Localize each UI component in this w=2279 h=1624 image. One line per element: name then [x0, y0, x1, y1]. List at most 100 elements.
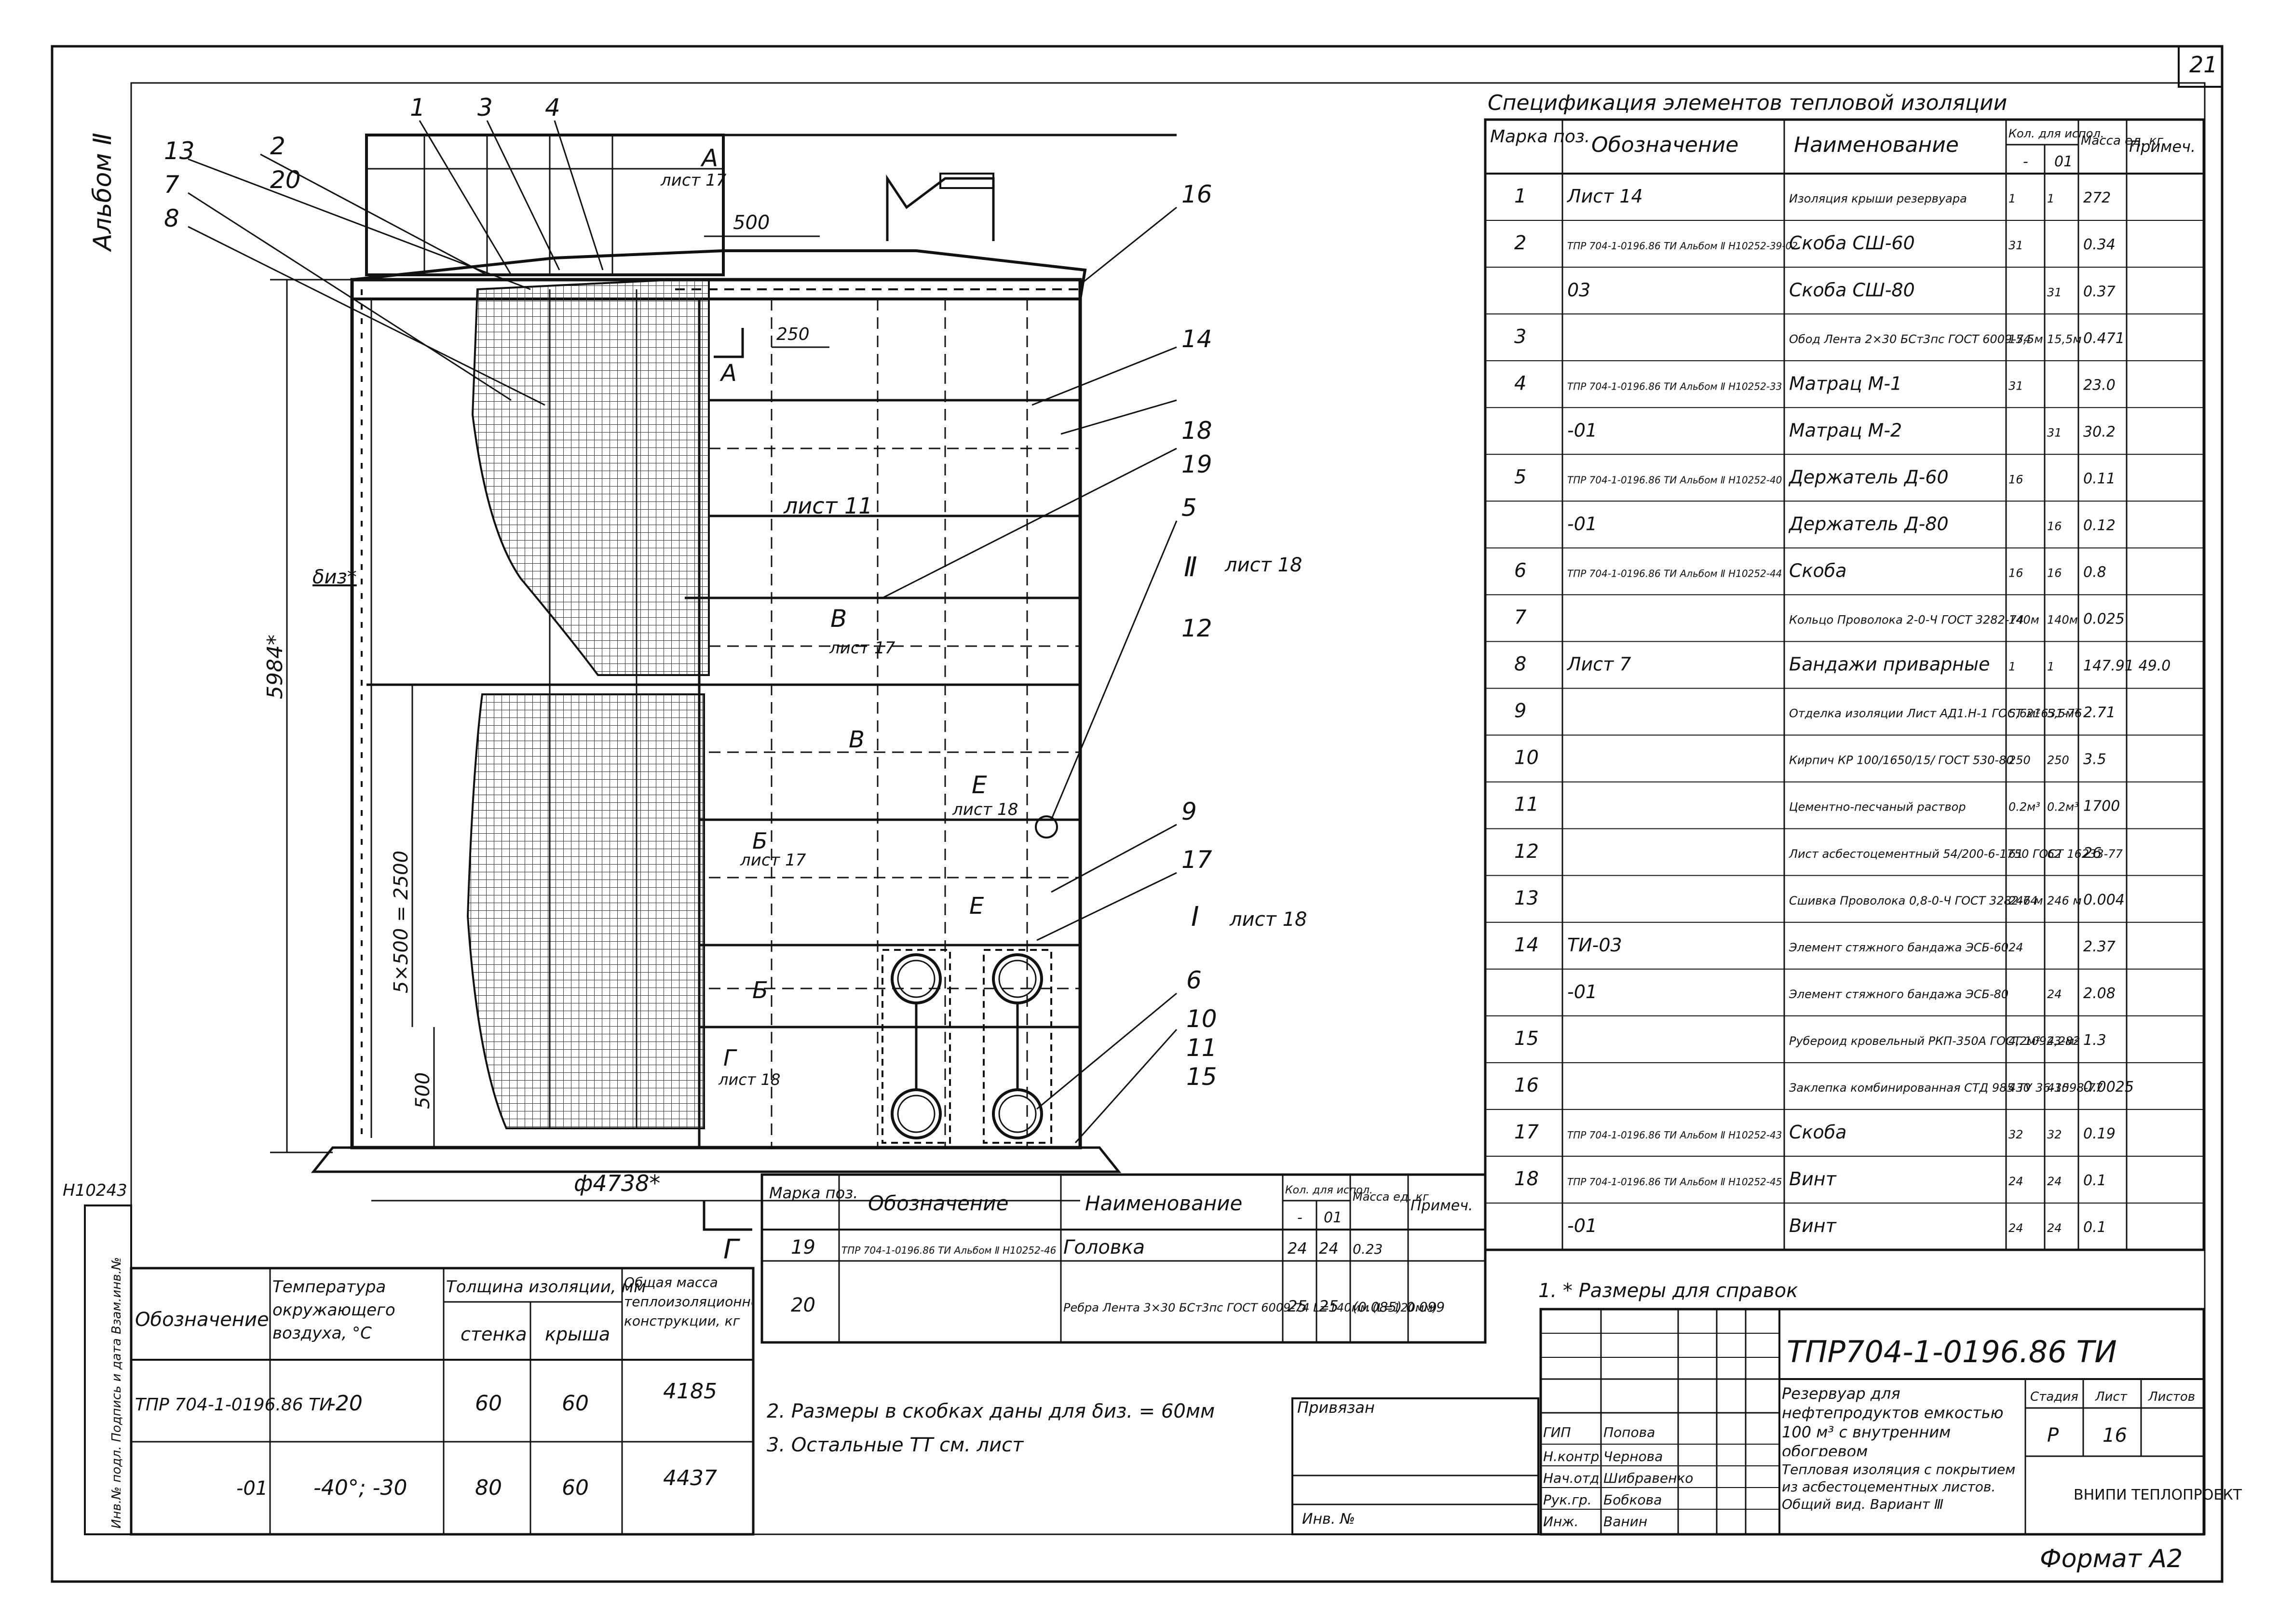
callout-15: 15 [1186, 1063, 1217, 1091]
note-3: 3. Остальные ТТ см. лист [767, 1434, 1024, 1456]
spec-row-name: Держатель Д-60 [1788, 466, 1949, 487]
spec-row-mark: 12 [1514, 840, 1539, 863]
spec-row-mass: 2.08 [2083, 985, 2116, 1002]
variant-2-mass: 4437 [663, 1466, 717, 1490]
callout-10: 10 [1186, 1005, 1217, 1033]
title-sub-box: Тепловая изоляция с покрытием из асбесто… [1782, 1462, 2016, 1512]
small-spec-row-mark: 19 [791, 1236, 815, 1259]
left-strip [84, 1204, 132, 1535]
spec-row-qty-b: 246 м [2047, 894, 2082, 907]
section-v-sheet: лист 17 [829, 638, 895, 658]
stamp-number: Н10243 [63, 1181, 127, 1200]
title-subtitle: Тепловая изоляция с покрытием из асбесто… [1782, 1462, 2016, 1512]
spec-row-qty-b: 140м [2047, 613, 2078, 627]
spec-row-mass: 0.0025 [2083, 1079, 2134, 1096]
small-spec-header-qty-a: - [1297, 1209, 1302, 1226]
spec-row-qty-b: 5,5м² [2047, 707, 2079, 720]
title-sheet: 16 [2103, 1424, 2127, 1447]
spec-row-designation: ТПР 704-1-0196.86 ТИ Альбом Ⅱ Н10252-45 [1567, 1176, 1782, 1188]
spec-row-qty-b: 4,2м² [2047, 1034, 2079, 1048]
tank-foundation [311, 1146, 1122, 1173]
spec-table: Спецификация элементов тепловой изоляции… [1484, 91, 2205, 1251]
variant-1-wall: 60 [475, 1391, 502, 1416]
variant-2-temp: -40°; -30 [313, 1475, 407, 1500]
section-v-mark-2: В [849, 726, 865, 753]
spec-row-designation: -01 [1567, 513, 1597, 534]
spec-row-mark: 17 [1514, 1121, 1539, 1143]
base-dimension: 500 [412, 1072, 434, 1109]
spec-row-mass: 272 [2083, 189, 2111, 206]
spec-row-qty-a: 24 [2008, 1175, 2023, 1188]
spec-row-qty-b: 24 [2047, 988, 2062, 1001]
spec-row-mark: 14 [1514, 934, 1539, 956]
title-inv: Инв. № [1302, 1511, 1355, 1528]
spec-row-name: Скоба [1789, 560, 1846, 582]
spec-row-mark: 2 [1514, 232, 1526, 254]
spec-row-designation: Лист 7 [1566, 654, 1631, 675]
spec-row-qty-a: 32 [2008, 1128, 2023, 1141]
binding-box [1291, 1397, 1539, 1535]
small-spec-row-name: Головка [1063, 1236, 1145, 1259]
spec-row-mark: 1 [1514, 185, 1526, 207]
small-spec-header-note: Примеч. [1411, 1197, 1473, 1214]
spec-row-qty-a: 5,6м² [2008, 707, 2040, 720]
spec-row-qty-b: 16 [2047, 567, 2062, 580]
spec-row-mark: 7 [1514, 607, 1527, 629]
spec-row-mark: 18 [1514, 1168, 1539, 1190]
section-b-mark-2: Б [752, 977, 768, 1004]
small-spec-row-designation: ТПР 704-1-0196.86 ТИ Альбом Ⅱ Н10252-46 [841, 1245, 1056, 1256]
small-spec-header-mass: Масса ед. кг [1353, 1190, 1429, 1204]
spec-row-designation: ТПР 704-1-0196.86 ТИ Альбом Ⅱ Н10252-40 [1567, 474, 1782, 486]
spec-row-mass: 0.1 [2083, 1172, 2106, 1189]
spec-row-mass: 0.471 [2083, 330, 2125, 347]
spec-row-qty-a: 31 [2008, 379, 2023, 392]
small-spec-row-mass: (0.085) 0.099 [1353, 1299, 1445, 1315]
spec-row-mark: 6 [1514, 560, 1526, 582]
callout-9: 9 [1181, 798, 1197, 826]
spec-row-qty-b: 32 [2047, 1128, 2062, 1141]
spec-row-mass: 26 [2083, 845, 2102, 862]
variants-table: Обозначение Температура окружающего возд… [130, 1267, 755, 1536]
role-0: ГИП [1543, 1424, 1571, 1440]
spec-row-designation: -01 [1567, 981, 1597, 1002]
small-spec-header-designation: Обозначение [868, 1191, 1008, 1215]
name-3: Бобкова [1603, 1492, 1662, 1508]
section-i-sheet: лист 18 [1229, 908, 1307, 931]
spec-header-designation: Обозначение [1591, 133, 1738, 157]
variants-header-roof: крыша [545, 1324, 610, 1345]
spec-row-name: Кирпич КР 100/1650/15/ ГОСТ 530-80 [1789, 754, 2014, 767]
spec-row-name: Скоба СШ-60 [1789, 232, 1915, 254]
spec-row-qty-b: 24 [2047, 1175, 2062, 1188]
small-spec-row-mass: 0.23 [1353, 1241, 1383, 1257]
spec-row-mass: 0.34 [2083, 236, 2116, 253]
name-2: Шибравенко [1603, 1470, 1693, 1486]
spec-row-mass: 0.11 [2083, 470, 2116, 487]
spec-row-name: Цементно-песчаный раствор [1789, 800, 1966, 814]
spec-header-mark: Марка поз. [1490, 127, 1590, 147]
title-main-box: Резервуар для нефтепродуктов емкостью 10… [1782, 1384, 2004, 1456]
spec-row-mark: 8 [1514, 653, 1526, 676]
tank-roof [351, 249, 1087, 300]
spec-row-mark: 13 [1514, 887, 1539, 909]
variants-header-thickness: Толщина изоляции, мм [446, 1277, 646, 1297]
callout-18: 18 [1181, 417, 1212, 445]
spec-header-name: Наименование [1794, 133, 1959, 157]
spec-row-qty-a: 430 [2008, 1081, 2031, 1095]
section-g-mark-2: Г [723, 1234, 740, 1265]
spec-row-designation: ТИ-03 [1567, 934, 1622, 956]
variants-header-temp: Температура окружающего воздуха, °С [272, 1277, 395, 1343]
spec-row-mass: 0.004 [2083, 892, 2125, 908]
spec-row-mass: 147.91 49.0 [2083, 658, 2170, 675]
insulation-section-upper [471, 279, 710, 676]
sheet-number: 21 [2189, 52, 2218, 78]
variants-header-designation: Обозначение [135, 1309, 269, 1331]
heater-left [882, 949, 951, 1144]
spec-row-mass: 2.37 [2083, 938, 2116, 955]
callout-7: 7 [164, 171, 179, 199]
spec-row-name: Элемент стяжного бандажа ЭСБ-80 [1789, 988, 2008, 1001]
spec-row-mass: 1.3 [2083, 1032, 2106, 1049]
spec-row-mark: 3 [1514, 325, 1526, 348]
variant-2-designation: -01 [236, 1477, 268, 1500]
album-label: Альбом Ⅱ [88, 133, 117, 252]
spec-header-note: Примеч. [2129, 137, 2196, 156]
